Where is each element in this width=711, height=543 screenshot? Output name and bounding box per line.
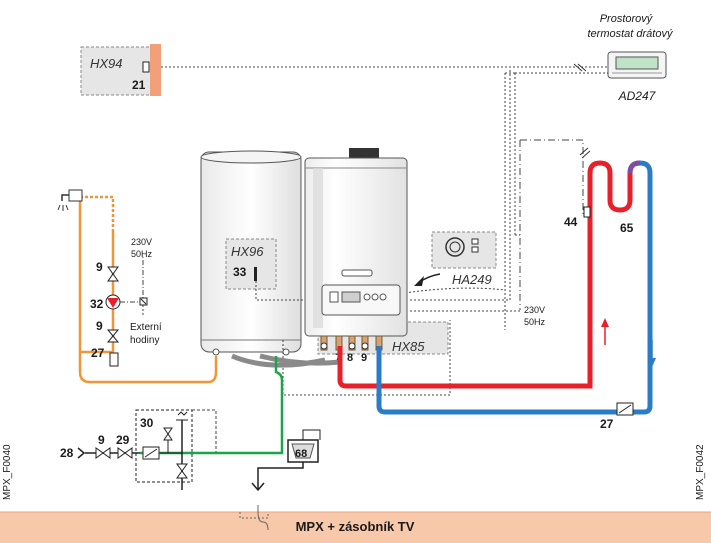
external-clock-2: hodiny (130, 335, 159, 346)
connection-8: 8 (347, 352, 353, 364)
drain-funnel-68: 68 (287, 429, 321, 463)
hx96-box: HX96 33 (225, 238, 277, 290)
thermostat-title-1: Prostorový (600, 13, 654, 25)
ha249-box: HA249 (414, 231, 497, 287)
sensor-cables (161, 66, 610, 330)
hx85-label: HX85 (392, 339, 425, 354)
room-thermostat: Prostorový termostat drátový AD247 (588, 13, 674, 103)
label-65: 65 (620, 221, 634, 235)
drawing-code-left: MPX_F0040 (2, 444, 13, 500)
water-tap-icon (57, 189, 83, 211)
valve-9-mid (106, 329, 120, 343)
label-32: 32 (90, 297, 104, 311)
drawing-code-right: MPX_F0042 (695, 444, 706, 500)
connection-9: 9 (361, 352, 367, 364)
label-9-top: 9 (96, 260, 103, 274)
heating-return-pipe (376, 160, 653, 415)
label-9-bottom: 9 (98, 433, 105, 447)
circulation-pipe (80, 230, 115, 354)
thermostat-model: AD247 (618, 89, 657, 103)
hx94-box: HX94 21 (80, 44, 161, 96)
valve-9-bottom (95, 447, 111, 459)
valve-9-top (107, 266, 119, 282)
label-27-left: 27 (91, 346, 105, 360)
thermostat-title-2: termostat drátový (588, 28, 674, 40)
safety-group-30 (135, 409, 193, 490)
heating-flow-pipe (337, 160, 641, 389)
boiler (304, 148, 408, 337)
hot-water-dotted (80, 195, 115, 230)
label-33: 33 (233, 265, 247, 279)
valve-29 (117, 447, 133, 459)
hot-water-pipe (78, 197, 218, 384)
voltage-left-2: 50Hz (131, 249, 153, 259)
label-44: 44 (564, 215, 578, 229)
label-29: 29 (116, 433, 130, 447)
label-30: 30 (140, 416, 154, 430)
label-68: 68 (295, 448, 307, 460)
hx96-label: HX96 (231, 244, 264, 259)
voltage-right-2: 50Hz (524, 317, 546, 327)
label-27-right: 27 (600, 417, 614, 431)
voltage-right-1: 230V (524, 305, 545, 315)
label-28: 28 (60, 446, 74, 460)
ha249-label: HA249 (452, 272, 492, 287)
hx94-label: HX94 (90, 56, 123, 71)
floor-bar: MPX + zásobník TV (0, 511, 711, 543)
external-clock-1: Externí (130, 322, 162, 333)
voltage-left-1: 230V (131, 237, 152, 247)
label-21: 21 (132, 78, 146, 92)
check-valve-27-left (109, 352, 119, 367)
cold-water-pipe (140, 356, 284, 455)
floor-bar-label: MPX + zásobník TV (296, 519, 415, 534)
tank-link-pipes (231, 353, 341, 368)
label-9-mid: 9 (96, 319, 103, 333)
